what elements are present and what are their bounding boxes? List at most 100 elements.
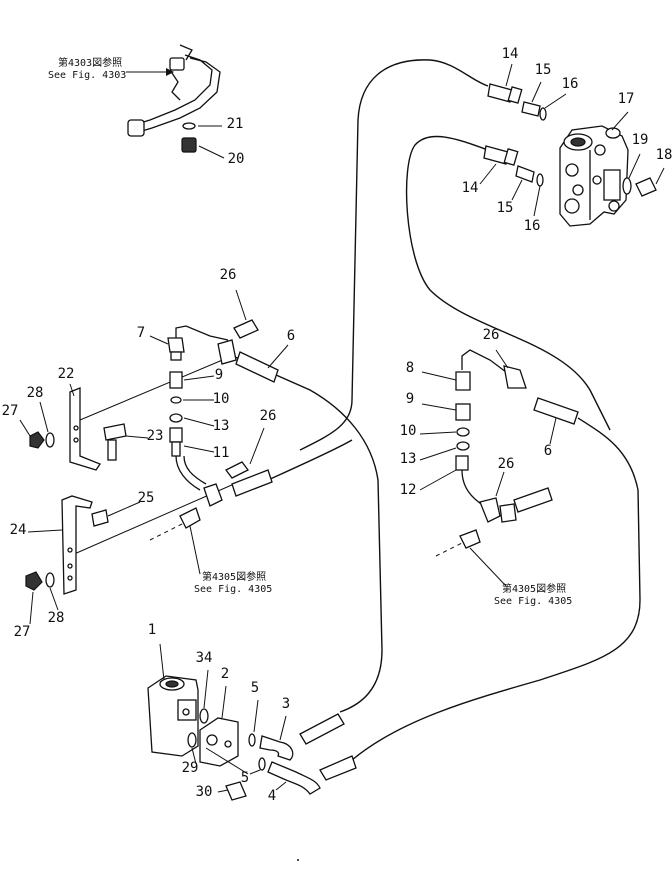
callout-c24: 24 [10, 522, 27, 538]
o-ring-21 [182, 122, 196, 130]
connector-left [217, 339, 237, 365]
washer-28a [45, 432, 55, 448]
bolt-23 [103, 423, 127, 441]
callout-c18: 18 [656, 147, 672, 163]
callout-c27b: 27 [14, 624, 31, 640]
callout-c5b: 5 [241, 770, 249, 786]
callout-c26d: 26 [498, 456, 515, 472]
callout-c30: 30 [196, 784, 213, 800]
o-ring-13a [169, 413, 183, 423]
adapter-9a [169, 371, 183, 389]
callout-c11: 11 [213, 445, 230, 461]
bolt-18 [635, 177, 657, 197]
hose-end-6a [235, 351, 279, 383]
o-ring-29 [187, 732, 197, 748]
pipe-clamp [127, 119, 145, 137]
callout-c1: 1 [148, 622, 156, 638]
o-ring-34 [199, 708, 209, 724]
callout-c16b: 16 [524, 218, 541, 234]
callout-c13a: 13 [213, 418, 230, 434]
callout-c17: 17 [618, 91, 635, 107]
callout-c9b: 9 [406, 391, 414, 407]
elbow-3 [259, 735, 294, 761]
right-fitting-assembly [419, 349, 579, 587]
adapter-15b [515, 165, 535, 183]
bracket-24 [61, 495, 93, 595]
callout-c20: 20 [228, 151, 245, 167]
callout-c15b: 15 [497, 200, 514, 216]
speck [297, 859, 299, 861]
washer-28b [45, 572, 55, 588]
bracket-22 [69, 387, 101, 471]
o-ring-10b [456, 427, 470, 437]
fitting-12 [455, 455, 469, 471]
adapter-9b [455, 403, 471, 421]
left-fitting-assembly [19, 289, 289, 625]
steering-unit-assembly [147, 643, 357, 801]
o-ring-5a [248, 733, 256, 747]
svg-text:第4305図参照: 第4305図参照 [502, 582, 566, 595]
callout-c23: 23 [147, 428, 164, 444]
callout-c14b: 14 [462, 180, 479, 196]
callout-c29: 29 [182, 760, 199, 776]
callout-c15a: 15 [535, 62, 552, 78]
callout-c26c: 26 [260, 408, 277, 424]
fitting-8 [455, 371, 471, 391]
dashed-hose-left [149, 521, 187, 541]
elbow-26c [225, 461, 249, 479]
o-ring-16a [539, 107, 547, 121]
callout-c25: 25 [138, 490, 155, 506]
bolt-30 [225, 781, 247, 801]
washer-19 [622, 177, 632, 195]
svg-text:第4303図参照: 第4303図参照 [58, 56, 122, 69]
hose-end-lower-right [513, 487, 553, 513]
callout-c12: 12 [400, 482, 417, 498]
callout-c10a: 10 [213, 391, 230, 407]
o-ring-16b [536, 173, 544, 187]
callout-c3: 3 [282, 696, 290, 712]
callout-c8: 8 [406, 360, 414, 376]
callout-c19: 19 [632, 132, 649, 148]
callout-c26a: 26 [220, 267, 237, 283]
callout-c22: 22 [58, 366, 75, 382]
manifold-block-2 [199, 717, 239, 767]
callout-c16a: 16 [562, 76, 579, 92]
callout-c34: 34 [196, 650, 213, 666]
callout-c7: 7 [137, 325, 145, 341]
bracket-line-upper [79, 355, 233, 421]
hose-lines [71, 59, 641, 761]
callout-c6b: 6 [544, 443, 552, 459]
callout-c28a: 28 [27, 385, 44, 401]
ref-fig-4305-right: 第4305図参照 See Fig. 4305 [494, 582, 572, 607]
plug-20 [181, 137, 197, 153]
callout-c4: 4 [268, 788, 276, 804]
hose-right-loop-lower [351, 417, 641, 761]
steering-unit-1 [147, 675, 199, 757]
reference-notes: 第4303図参照 See Fig. 4303 第4305図参照 See Fig.… [48, 56, 572, 607]
callout-c5a: 5 [251, 680, 259, 696]
fitting-7 [167, 337, 185, 353]
tee-lower [203, 483, 223, 507]
svg-text:第4305図参照: 第4305図参照 [202, 570, 266, 583]
nut-27a [29, 431, 45, 449]
callout-c10b: 10 [400, 423, 417, 439]
callout-c9a: 9 [215, 367, 223, 383]
callout-c27a: 27 [2, 403, 19, 419]
hose-middle [267, 439, 353, 481]
callout-c13b: 13 [400, 451, 417, 467]
hose-end-6b [533, 397, 579, 425]
control-valve-17 [559, 111, 665, 227]
ref-fig-4303: 第4303図参照 See Fig. 4303 [48, 56, 174, 81]
callout-c6a: 6 [287, 328, 295, 344]
elbow-26a [233, 319, 259, 339]
o-ring-5b [258, 757, 266, 771]
hose-right-loop [405, 135, 611, 431]
elbow-4 [267, 761, 321, 795]
dashed-hose-right [435, 541, 465, 557]
nut-27b [25, 571, 43, 591]
hose-end-14a [487, 83, 513, 103]
top-left-pipe-assembly [127, 44, 225, 159]
hose-end-4 [319, 755, 357, 781]
